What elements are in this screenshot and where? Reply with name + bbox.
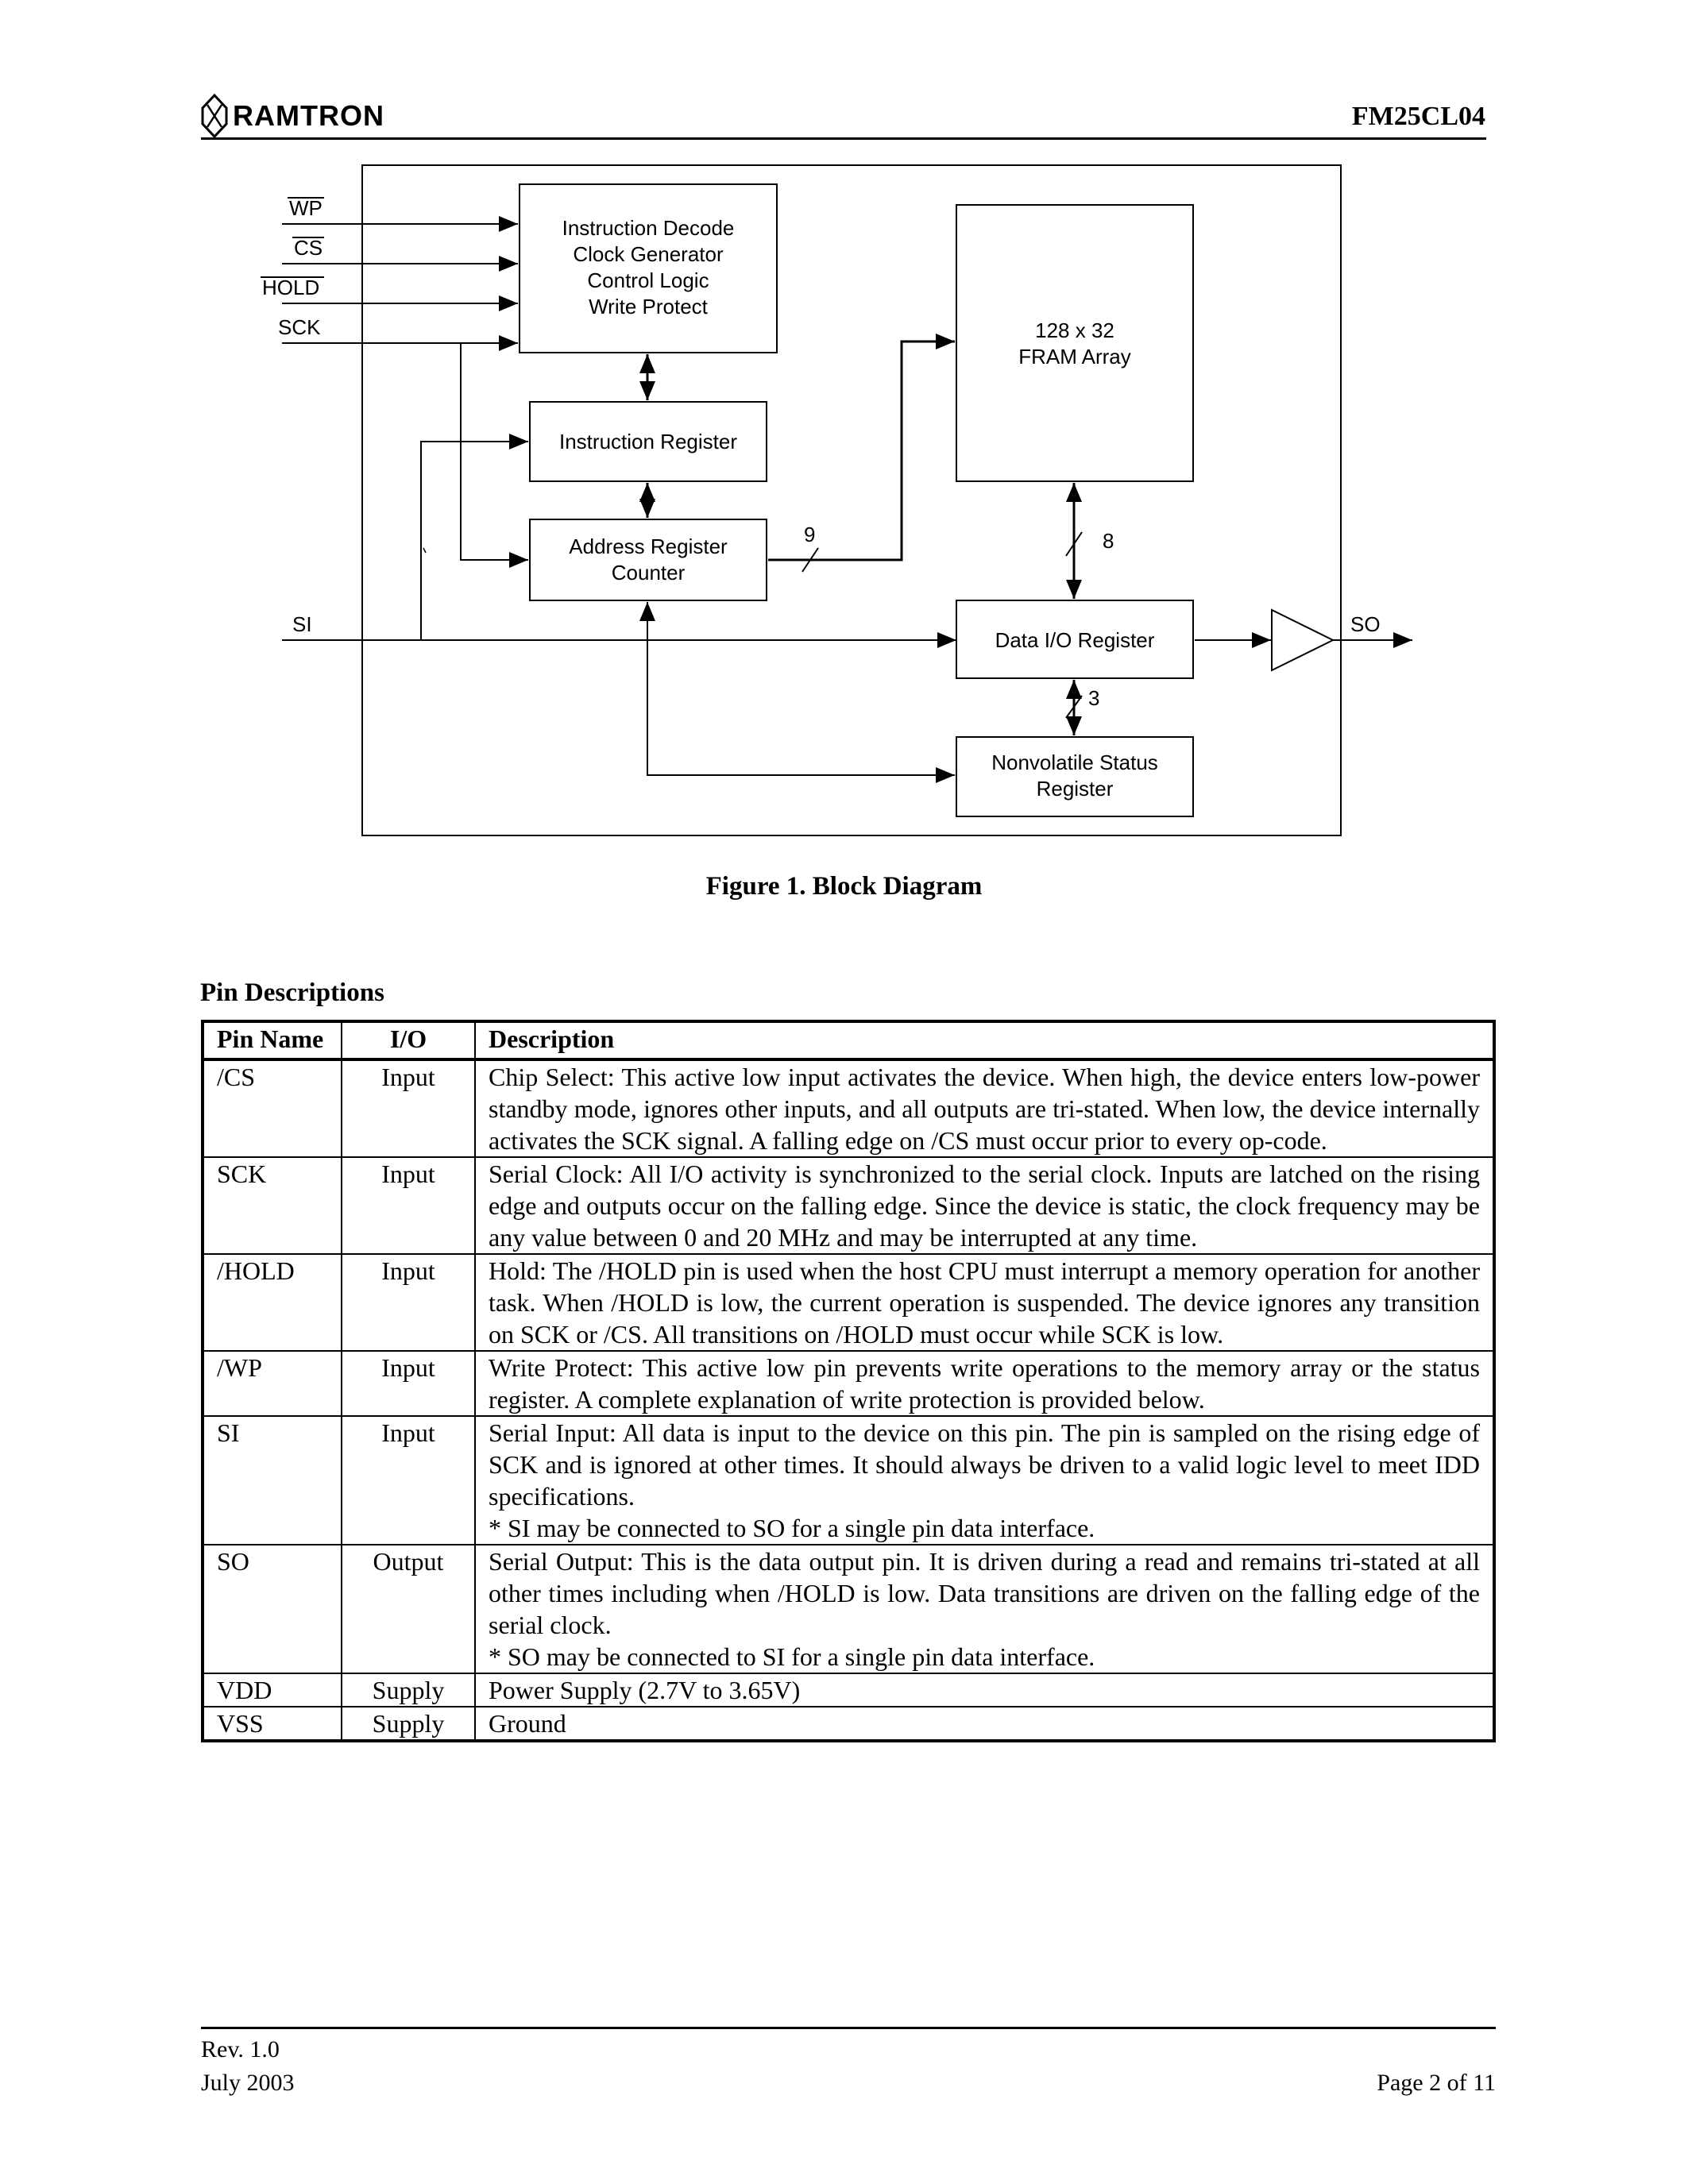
bus-slash-9 (802, 547, 819, 573)
bus-width-8: 8 (1103, 529, 1114, 553)
pin-description: Ground (474, 1706, 1495, 1742)
bus-width-3: 3 (1088, 686, 1099, 710)
input-label-sck: SCK (278, 315, 321, 339)
sck-to-address (460, 343, 528, 568)
document-id: FM25CL04 (1351, 102, 1485, 131)
ramtron-logo: RAMTRON (201, 94, 384, 138)
si-to-instruction (420, 434, 528, 640)
table-row: /HOLD Input Hold: The /HOLD pin is used … (202, 1253, 1495, 1352)
address-register-line-2: Counter (612, 561, 686, 585)
header-rule (201, 137, 1486, 140)
table-header-row: Pin Name I/O Description (202, 1021, 1495, 1061)
bus-width-9: 9 (804, 523, 815, 546)
pin-name: VSS (202, 1706, 342, 1742)
fram-line-2: FRAM Array (1018, 345, 1131, 369)
pin-description: Write Protect: This active low pin preve… (474, 1350, 1495, 1417)
chip-outline (361, 164, 1342, 836)
footer-left: Rev. 1.0 July 2003 (201, 2033, 295, 2100)
header-pin-name: Pin Name (202, 1021, 342, 1061)
pin-description: Hold: The /HOLD pin is used when the hos… (474, 1253, 1495, 1352)
control-logic-block (519, 183, 778, 353)
si-label: SI (292, 612, 312, 636)
fram-line-1: 128 x 32 (1035, 318, 1114, 342)
data-io-register-label: Data I/O Register (995, 628, 1155, 652)
address-to-status (639, 602, 955, 783)
pin-name: /CS (202, 1059, 342, 1158)
header-description: Description (474, 1021, 1495, 1061)
control-line-4: Write Protect (589, 295, 709, 318)
release-date: July 2003 (201, 2070, 295, 2096)
pin-description: Power Supply (2.7V to 3.65V) (474, 1673, 1495, 1707)
pin-io: Input (341, 1415, 476, 1545)
pin-io: Input (341, 1350, 476, 1417)
status-register-block (956, 736, 1194, 817)
pin-name: SI (202, 1415, 342, 1545)
control-line-3: Control Logic (587, 268, 709, 292)
table-row: VDD Supply Power Supply (2.7V to 3.65V) (202, 1673, 1495, 1707)
pin-description-text: Serial Output: This is the data output p… (489, 1547, 1480, 1639)
so-label: SO (1350, 612, 1381, 636)
bus-slash-3 (1065, 695, 1083, 719)
pin-name: SO (202, 1544, 342, 1674)
pin-io: Input (341, 1059, 476, 1158)
pin-io: Input (341, 1156, 476, 1255)
pin-name: SCK (202, 1156, 342, 1255)
address-to-fram (768, 334, 955, 561)
pin-io: Input (341, 1253, 476, 1352)
block-diagram: WP CS HOLD SCK Instruction Decode Clock … (261, 164, 1412, 836)
footer-rule (201, 2027, 1496, 2029)
input-label-cs: CS (294, 236, 323, 260)
pin-description: Serial Input: All data is input to the d… (474, 1415, 1495, 1545)
section-title: Pin Descriptions (200, 978, 384, 1007)
stray-tick (423, 547, 427, 554)
data-io-register-block (956, 600, 1194, 679)
pin-description-note: * SI may be connected to SO for a single… (489, 1514, 1095, 1542)
address-register-block (529, 519, 767, 601)
fram-array-block (956, 204, 1194, 482)
status-line-2: Register (1037, 777, 1114, 801)
pin-description-text: Serial Input: All data is input to the d… (489, 1418, 1480, 1511)
pin-name: VDD (202, 1673, 342, 1707)
instruction-register-block (529, 401, 767, 482)
pin-io: Supply (341, 1706, 476, 1742)
pin-io: Supply (341, 1673, 476, 1707)
pin-description: Serial Clock: All I/O activity is synchr… (474, 1156, 1495, 1255)
pin-description: Chip Select: This active low input activ… (474, 1059, 1495, 1158)
header-io: I/O (341, 1021, 476, 1061)
bus-slash-8 (1065, 531, 1083, 557)
figure-caption: Figure 1. Block Diagram (705, 872, 983, 901)
page-header: RAMTRON FM25CL04 (201, 94, 1485, 138)
revision: Rev. 1.0 (201, 2036, 280, 2062)
output-buffer (1271, 608, 1335, 672)
input-label-wp: WP (289, 196, 323, 220)
page-number: Page 2 of 11 (1377, 2070, 1496, 2096)
address-register-line-1: Address Register (569, 534, 728, 558)
status-line-1: Nonvolatile Status (991, 751, 1158, 774)
table-row: VSS Supply Ground (202, 1706, 1495, 1742)
control-line-2: Clock Generator (573, 242, 724, 266)
table-row: /WP Input Write Protect: This active low… (202, 1350, 1495, 1417)
instruction-register-label: Instruction Register (559, 430, 737, 453)
input-label-hold: HOLD (262, 276, 319, 299)
ramtron-logo-icon (201, 94, 228, 138)
pin-description-note: * SO may be connected to SI for a single… (489, 1642, 1095, 1671)
table-row: SO Output Serial Output: This is the dat… (202, 1544, 1495, 1674)
table-row: SI Input Serial Input: All data is input… (202, 1415, 1495, 1545)
pin-table: Pin Name I/O Description /CS Input Chip … (201, 1020, 1496, 1742)
logo-text: RAMTRON (233, 99, 384, 132)
control-line-1: Instruction Decode (562, 216, 735, 240)
table-row: /CS Input Chip Select: This active low i… (202, 1059, 1495, 1158)
pin-io: Output (341, 1544, 476, 1674)
pin-name: /WP (202, 1350, 342, 1417)
pin-description: Serial Output: This is the data output p… (474, 1544, 1495, 1674)
pin-name: /HOLD (202, 1253, 342, 1352)
table-row: SCK Input Serial Clock: All I/O activity… (202, 1156, 1495, 1255)
